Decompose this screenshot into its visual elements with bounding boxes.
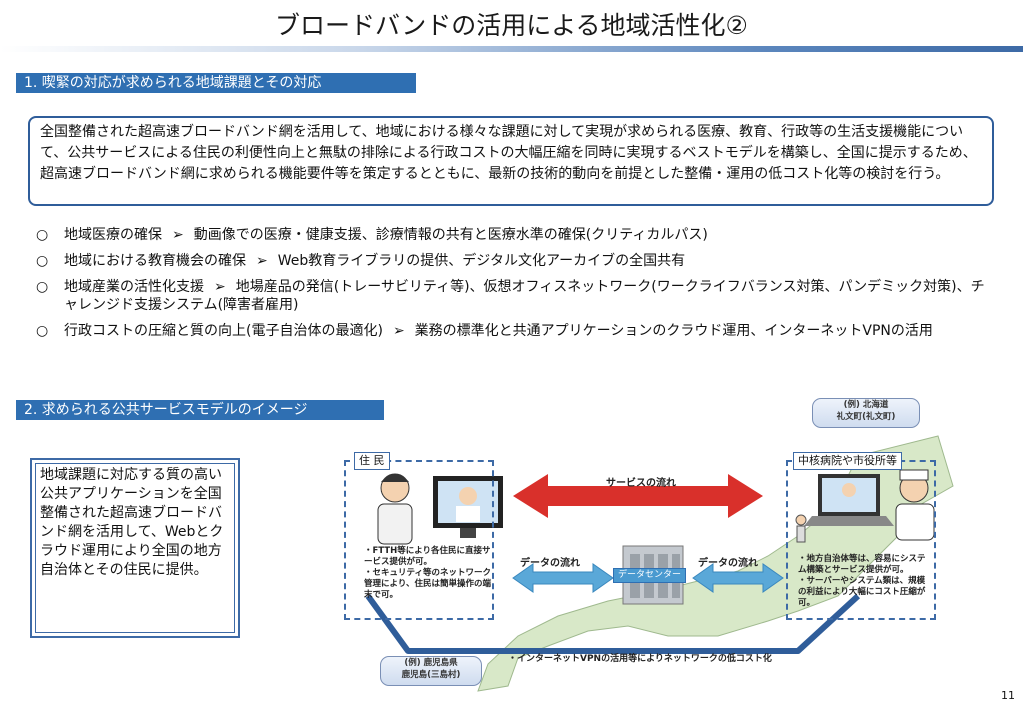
section-heading-2: 2. 求められる公共サービスモデルのイメージ bbox=[16, 400, 384, 420]
service-model-diagram: 住 民 中核病院や市役所等 サービスの流れ データの流れ データの流れ データセ… bbox=[338, 396, 968, 696]
section-heading-1: 1. 喫緊の対応が求められる地域課題とその対応 bbox=[16, 73, 416, 93]
example-badge-line: 礼文町(礼文町) bbox=[836, 412, 896, 422]
hospital-label: 中核病院や市役所等 bbox=[793, 452, 902, 470]
resident-panel bbox=[344, 460, 494, 620]
vpn-note: ・インターネットVPNの活用等によりネットワークの低コスト化 bbox=[508, 654, 772, 664]
datacenter-label: データセンター bbox=[613, 568, 687, 583]
service-flow-label: サービスの流れ bbox=[606, 478, 676, 489]
bullet-topic: 地域産業の活性化支援 bbox=[64, 279, 204, 295]
circle-bullet-icon: ○ bbox=[36, 323, 49, 339]
resident-note: ・FTTH等により各住民に直接サービス提供が可。 ・セキュリティ等のネットワーク… bbox=[364, 546, 491, 600]
circle-bullet-icon: ○ bbox=[36, 253, 49, 269]
list-item: ○ 地域医療の確保 ➢ 動画像での医療・健康支援、診療情報の共有と医療水準の確保(ク… bbox=[36, 226, 996, 244]
page-title: ブロードバンドの活用による地域活性化② bbox=[275, 11, 748, 40]
arrow-right-icon: ➢ bbox=[256, 253, 268, 269]
intro-text: 全国整備された超高速ブロードバンド網を活用して、地域における様々な課題に対して実… bbox=[40, 124, 977, 182]
hospital-note: ・地方自治体等は、容易にシステム構築とサービス提供が可。 ・サーバーやシステム類… bbox=[798, 554, 926, 608]
vpn-bracket bbox=[365, 593, 861, 654]
list-item: ○ 行政コストの圧縮と質の向上(電子自治体の最適化) ➢ 業務の標準化と共通アプリケ… bbox=[36, 322, 996, 340]
issue-list: ○ 地域医療の確保 ➢ 動画像での医療・健康支援、診療情報の共有と医療水準の確保(ク… bbox=[36, 226, 996, 348]
list-item: ○ 地域における教育機会の確保 ➢ Web教育ライブラリの提供、デジタル文化アーカイ… bbox=[36, 252, 996, 270]
summary-text: 地域課題に対応する質の高い公共アプリケーションを全国整備された超高速ブロードバン… bbox=[40, 467, 224, 578]
bullet-detail: 地場産品の発信(トレーサビリティ等)、仮想オフィスネットワーク(ワークライフバラ… bbox=[64, 279, 985, 313]
bullet-topic: 地域における教育機会の確保 bbox=[64, 253, 246, 269]
page-number: 11 bbox=[1001, 689, 1015, 702]
small-doctor-icon bbox=[795, 514, 807, 526]
title-divider bbox=[0, 46, 1023, 52]
data-flow-arrow-right bbox=[692, 563, 784, 593]
bullet-detail: 業務の標準化と共通アプリケーションのクラウド運用、インターネットVPNの活用 bbox=[414, 323, 933, 339]
example-badge-line: (例) 北海道 bbox=[843, 400, 889, 410]
data-flow-label-right: データの流れ bbox=[698, 558, 758, 569]
bullet-detail: Web教育ライブラリの提供、デジタル文化アーカイブの全国共有 bbox=[277, 253, 686, 269]
arrow-right-icon: ➢ bbox=[214, 279, 226, 295]
example-badge-hokkaido: (例) 北海道 礼文町(礼文町) bbox=[812, 398, 920, 428]
bullet-topic: 行政コストの圧縮と質の向上(電子自治体の最適化) bbox=[64, 323, 383, 339]
resident-label: 住 民 bbox=[354, 452, 390, 470]
circle-bullet-icon: ○ bbox=[36, 279, 49, 295]
example-badge-line: (例) 鹿児島県 bbox=[404, 658, 458, 668]
service-flow-arrow bbox=[513, 474, 763, 518]
intro-box: 全国整備された超高速ブロードバンド網を活用して、地域における様々な課題に対して実… bbox=[28, 116, 994, 206]
summary-box: 地域課題に対応する質の高い公共アプリケーションを全国整備された超高速ブロードバン… bbox=[30, 458, 240, 638]
bullet-topic: 地域医療の確保 bbox=[64, 227, 162, 243]
arrow-right-icon: ➢ bbox=[172, 227, 184, 243]
list-item: ○ 地域産業の活性化支援 ➢地場産品の発信(トレーサビリティ等)、仮想オフィスネッ… bbox=[36, 278, 996, 314]
arrow-right-icon: ➢ bbox=[392, 323, 405, 339]
circle-bullet-icon: ○ bbox=[36, 227, 49, 243]
data-flow-label-left: データの流れ bbox=[520, 558, 580, 569]
japan-map-shape bbox=[477, 435, 954, 692]
bullet-detail: 動画像での医療・健康支援、診療情報の共有と医療水準の確保(クリティカルパス) bbox=[193, 227, 708, 243]
example-badge-line: 鹿児島(三島村) bbox=[401, 670, 461, 680]
example-badge-kagoshima: (例) 鹿児島県 鹿児島(三島村) bbox=[380, 656, 482, 686]
